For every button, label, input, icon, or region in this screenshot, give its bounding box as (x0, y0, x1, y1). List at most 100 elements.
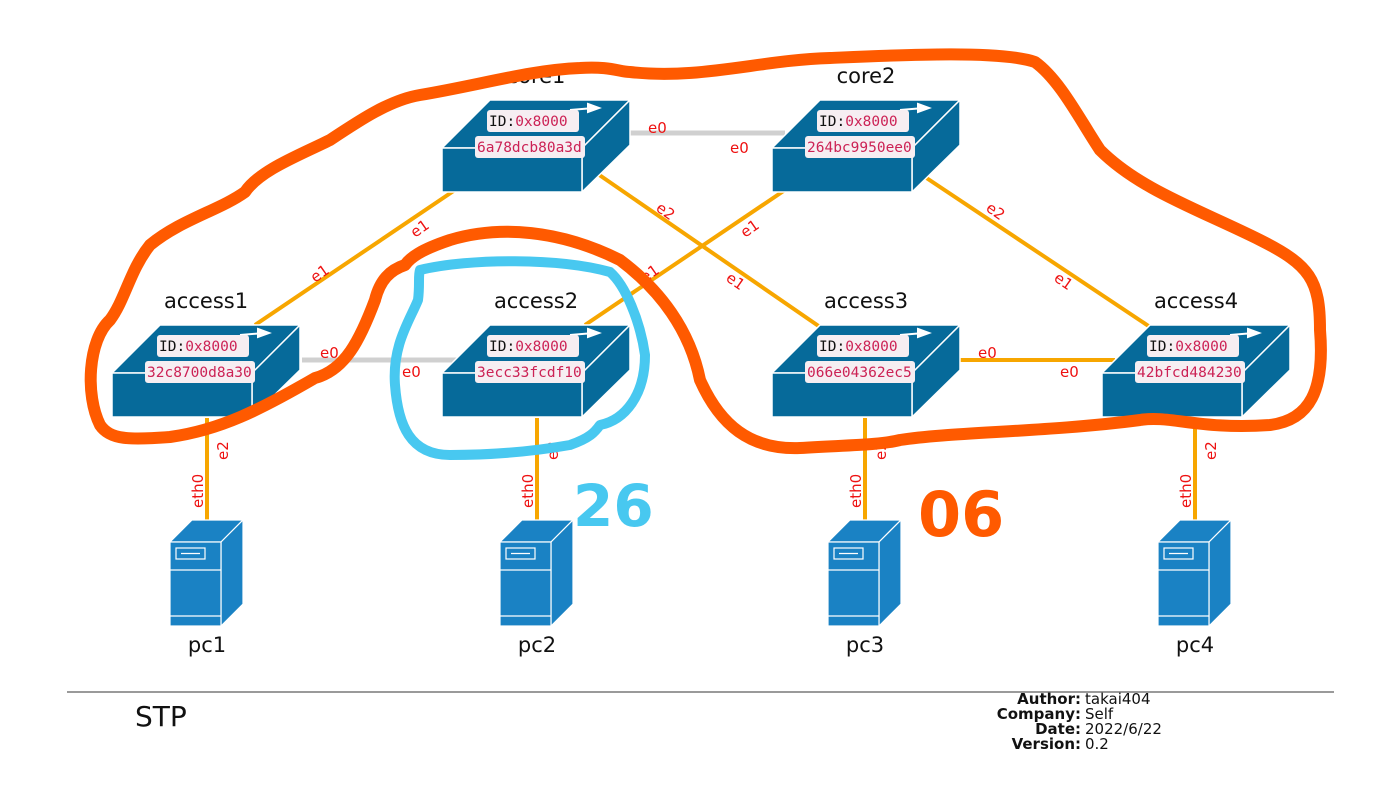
id-priority: 0x8000 (845, 339, 897, 355)
pc-pc3[interactable]: pc3 (826, 518, 903, 657)
port-label-access1-e0: e0 (320, 344, 339, 362)
port-label-core1-e2: e2 (653, 199, 679, 225)
port-label-access4-e2: e2 (1202, 441, 1220, 460)
switch-arrow-icon (569, 102, 602, 114)
port-label-access1-e1: e1 (307, 261, 333, 287)
meta-company-key: Company: (996, 705, 1081, 723)
id-box-bg (817, 335, 909, 357)
meta-version-value: 0.2 (1085, 735, 1109, 753)
switch-name-label: core2 (837, 64, 896, 88)
mac-box-bg (475, 136, 585, 158)
id-priority: 0x8000 (845, 114, 897, 130)
id-key: ID: (489, 339, 515, 355)
meta-date-key: Date: (1035, 720, 1081, 738)
pc-front-face (1157, 541, 1210, 627)
port-label-pc4-eth0: eth0 (1177, 474, 1195, 508)
switch-arrow-icon (569, 327, 602, 339)
port-label-access1-e2: e2 (214, 441, 232, 460)
port-label-core1-e0: e0 (648, 119, 667, 137)
network-diagram: e0 e0 e1 e1 e2 e1 e1 e1 e2 e1 e0 e0 e0 e… (84, 48, 1327, 657)
switch-name-label: access3 (824, 289, 908, 313)
id-key: ID: (159, 339, 185, 355)
switch-bridge-priority: ID:0x8000 (819, 114, 898, 130)
mac-box-bg (475, 361, 585, 383)
switch-mac-address: 32c8700d8a30 (147, 365, 252, 381)
orange-annotation-outline (84, 48, 1327, 455)
meta-date-value: 2022/6/22 (1085, 720, 1162, 738)
meta-author-value: takai404 (1085, 690, 1151, 708)
meta-company-value: Self (1085, 705, 1114, 723)
link-core1-access1[interactable] (253, 188, 457, 327)
switch-mac-address: 3ecc33fcdf10 (477, 365, 582, 381)
mac-box-bg (1135, 361, 1245, 383)
port-label-pc3-eth0: eth0 (847, 474, 865, 508)
switch-core2[interactable]: ID:0x8000 264bc9950ee0 core2 (770, 64, 962, 194)
switch-arrow-icon (899, 102, 932, 114)
links-layer (205, 130, 1197, 520)
meta-version: Version: 0.2 (970, 737, 1162, 752)
pc-pc2[interactable]: pc2 (498, 518, 575, 657)
pc-name-label: pc1 (188, 633, 226, 657)
switches-layer: ID:0x80006a78dcb80a3dcore1ID:0x8000264bc… (110, 64, 1292, 419)
id-box-bg (817, 110, 909, 132)
switch-name-label: access4 (1154, 289, 1238, 313)
pc-pc1[interactable]: pc1 (168, 518, 245, 657)
diagram-metadata: Author: takai404 Company: Self Date: 202… (970, 692, 1162, 752)
switch-bridge-priority: ID:0x8000 (159, 339, 238, 355)
id-key: ID: (819, 339, 845, 355)
switch-mac-address: 6a78dcb80a3d (477, 140, 582, 156)
switch-arrow-icon (1229, 327, 1262, 339)
port-label-core2-e0: e0 (730, 139, 749, 157)
switch-mac-address: 264bc9950ee0 (807, 140, 912, 156)
meta-company: Company: Self (970, 707, 1162, 722)
mac-box-bg (805, 361, 915, 383)
id-box-bg (157, 335, 249, 357)
blue-annotation-text: 26 (573, 472, 654, 540)
pc-front-face (169, 541, 222, 627)
pc-drive-icon (175, 547, 206, 560)
port-label-pc2-eth0: eth0 (519, 474, 537, 508)
orange-annotation-text: 06 (918, 478, 1004, 551)
port-label-access3-e0: e0 (978, 344, 997, 362)
id-priority: 0x8000 (515, 339, 567, 355)
id-box-bg (487, 335, 579, 357)
pcs-layer: pc1 pc2 pc3 pc4 (168, 518, 1233, 657)
meta-version-key: Version: (1011, 735, 1081, 753)
id-priority: 0x8000 (185, 339, 237, 355)
id-key: ID: (489, 114, 515, 130)
annotations-layer: 06 26 (84, 48, 1327, 551)
switch-mac-address: 066e04362ec5 (807, 365, 912, 381)
link-core1-access3[interactable] (593, 170, 822, 329)
pc-front-face (827, 541, 880, 627)
mac-box-bg (145, 361, 255, 383)
link-core2-access4[interactable] (923, 175, 1152, 329)
link-core2-access2[interactable] (583, 188, 787, 327)
switch-arrow-icon (899, 327, 932, 339)
switch-bridge-priority: ID:0x8000 (819, 339, 898, 355)
id-box-bg (1147, 335, 1239, 357)
footer-divider (67, 691, 1334, 693)
blue-annotation-outline (389, 256, 650, 460)
id-priority: 0x8000 (515, 114, 567, 130)
pc-drive-icon (505, 547, 536, 560)
pc-name-label: pc2 (518, 633, 556, 657)
pc-front-face (499, 541, 552, 627)
pc-name-label: pc4 (1176, 633, 1214, 657)
port-label-access4-e0: e0 (1060, 363, 1079, 381)
switch-bridge-priority: ID:0x8000 (489, 114, 568, 130)
meta-author-key: Author: (1017, 690, 1081, 708)
switch-access1[interactable]: ID:0x8000 32c8700d8a30 access1 (110, 289, 302, 419)
switch-access3[interactable]: ID:0x8000 066e04362ec5 access3 (770, 289, 962, 419)
port-label-access3-e1: e1 (723, 269, 749, 295)
diagram-title: STP (135, 700, 187, 733)
pc-pc4[interactable]: pc4 (1156, 518, 1233, 657)
id-box-bg (487, 110, 579, 132)
switch-name-label: access1 (164, 289, 248, 313)
port-label-access4-e1: e1 (1051, 269, 1077, 295)
pc-drive-icon (833, 547, 864, 560)
switch-bridge-priority: ID:0x8000 (1149, 339, 1228, 355)
pc-name-label: pc3 (846, 633, 884, 657)
